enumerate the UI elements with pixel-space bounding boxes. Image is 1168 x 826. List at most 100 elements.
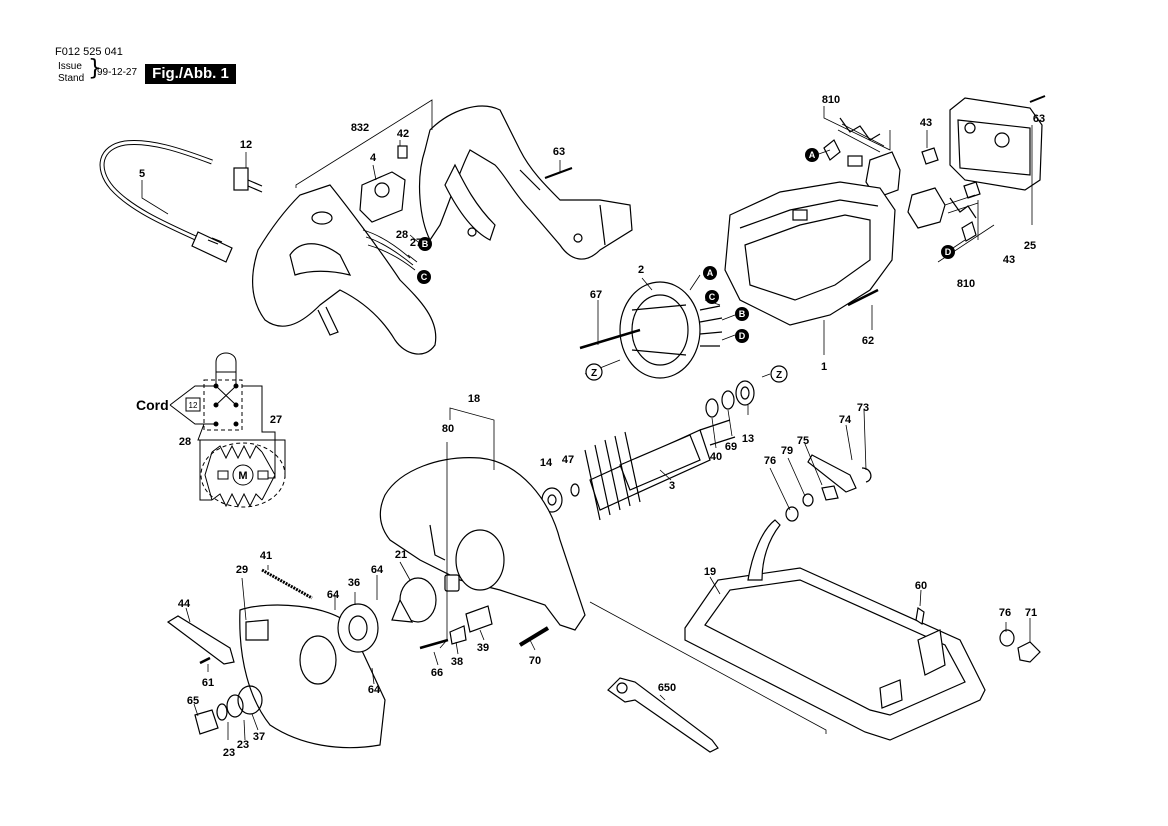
callout-circles: [417, 148, 955, 343]
switch-drawing: [359, 145, 416, 271]
part-label-p43b: 43: [1003, 254, 1015, 266]
issue-label: Issue: [58, 61, 82, 72]
brush-holder-bottom-drawing: [907, 187, 979, 242]
part-label-p832: 832: [351, 122, 369, 134]
stand-label: Stand: [58, 73, 85, 84]
part-label-p28b: 28: [179, 436, 191, 448]
part-label-p43a: 43: [920, 117, 932, 129]
part-label-p41: 41: [260, 550, 272, 562]
part-label-p61: 61: [202, 677, 214, 689]
part-label-p2: 2: [638, 264, 644, 276]
part-label-p40: 40: [710, 451, 722, 463]
motor-housing-drawing: [724, 181, 896, 326]
part-label-p75: 75: [797, 435, 809, 447]
brush-cap-drawing: [921, 147, 981, 199]
wing-nut-drawing: [999, 629, 1041, 663]
part-label-p64c: 64: [368, 684, 381, 696]
part-label-p47: 47: [562, 454, 574, 466]
handle-half-drawing: [418, 105, 633, 260]
part-label-p29: 29: [236, 564, 248, 576]
issue-date: 99-12-27: [97, 67, 138, 78]
armature-drawing: [584, 419, 736, 521]
part-label-p64a: 64: [371, 564, 384, 576]
blade-guard-drawing: [379, 457, 586, 631]
callout-a-2: A: [707, 268, 714, 278]
part-label-p27a: 27: [410, 237, 422, 249]
part-label-p5: 5: [139, 168, 145, 180]
base-plate-drawing: [684, 519, 986, 741]
part-label-p70: 70: [529, 655, 541, 667]
part-label-p71: 71: [1025, 607, 1037, 619]
part-label-p42: 42: [397, 128, 409, 140]
callout-z-2: Z: [776, 370, 782, 381]
spring-drawing: [261, 568, 313, 600]
cord-label: Cord: [136, 397, 169, 413]
part-label-p12: 12: [240, 139, 252, 151]
part-label-p73: 73: [857, 402, 869, 414]
part-label-p67: 67: [590, 289, 602, 301]
part-label-p38: 38: [451, 656, 463, 668]
wiring-labels: Cord 12 M: [136, 397, 248, 482]
part-label-p28a: 28: [396, 229, 408, 241]
part-label-p18: 18: [468, 393, 480, 405]
part-label-p79: 79: [781, 445, 793, 457]
callout-b-1: B: [739, 309, 746, 319]
stator-drawing: [619, 281, 723, 379]
part-label-p64b: 64: [327, 589, 340, 601]
motor-label: M: [238, 470, 247, 482]
blade-bolt-washers-drawing: [194, 656, 263, 735]
part-label-p23b: 23: [237, 739, 249, 751]
part-label-p60: 60: [915, 580, 927, 592]
part-label-p25: 25: [1024, 240, 1036, 252]
switch-ref-label: 12: [189, 401, 198, 410]
part-label-p63a: 63: [553, 146, 565, 158]
gear-flange-drawing: [337, 574, 550, 653]
callout-z-letters: Z Z: [591, 368, 782, 381]
end-cap-drawing: [949, 97, 1043, 191]
part-label-p14: 14: [540, 457, 553, 469]
part-label-p21: 21: [395, 549, 407, 561]
base-screw-drawing: [915, 606, 925, 626]
part-label-p69: 69: [725, 441, 737, 453]
callout-z-1: Z: [591, 368, 597, 379]
issue-stand-label: Issue Stand: [58, 61, 84, 85]
cable-clamp-drawing: [233, 167, 263, 193]
part-label-p1: 1: [821, 361, 827, 373]
part-label-p23a: 23: [223, 747, 235, 759]
part-label-p63b: 63: [1033, 113, 1045, 125]
part-label-p3: 3: [669, 480, 675, 492]
part-label-p66: 66: [431, 667, 443, 679]
callout-d-1: D: [739, 331, 746, 341]
callout-c-2: C: [421, 272, 428, 282]
brush-holder-top-drawing: [823, 117, 901, 199]
callout-a-1: A: [809, 150, 816, 160]
part-label-p76b: 76: [999, 607, 1011, 619]
part-label-p4: 4: [370, 152, 377, 164]
brace-glyph: }: [88, 56, 102, 81]
depth-parts-drawing: [785, 454, 872, 522]
part-label-p13: 13: [742, 433, 754, 445]
part-label-p44: 44: [178, 598, 191, 610]
callout-b-2: B: [422, 239, 429, 249]
wiring-schematic: [169, 352, 286, 508]
part-label-p19: 19: [704, 566, 716, 578]
callout-z-circles: [585, 363, 788, 383]
screws-drawing: [544, 95, 1046, 350]
part-label-p39: 39: [477, 642, 489, 654]
part-label-p36: 36: [348, 577, 360, 589]
part-label-p37: 37: [253, 731, 265, 743]
part-label-p74: 74: [839, 414, 852, 426]
lever-drawing: [166, 615, 235, 665]
handle-housing-drawing: [252, 184, 437, 355]
document-code: F012 525 041: [55, 46, 123, 58]
part-label-p62: 62: [862, 335, 874, 347]
power-cord-drawing: [99, 139, 233, 263]
part-label-p27b: 27: [270, 414, 282, 426]
callout-c-1: C: [709, 292, 716, 302]
callout-d-2: D: [945, 247, 952, 257]
callout-letters: A A C B D B C D: [421, 150, 952, 341]
part-label-p650: 650: [658, 682, 676, 694]
